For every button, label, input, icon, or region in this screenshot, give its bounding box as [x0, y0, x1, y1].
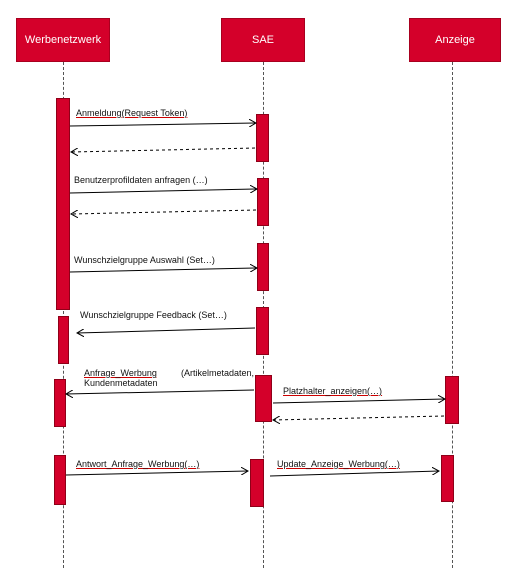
arrow-update-anzeige: [269, 471, 439, 477]
arrow-anfrage-werbung: [66, 389, 255, 394]
arrow-anmeldung: [69, 123, 256, 126]
activation-bar: [54, 379, 66, 427]
actor-anzeige[interactable]: Anzeige: [409, 18, 501, 62]
actor-label: Anzeige: [435, 34, 475, 46]
message-label: Benutzerprofildaten anfragen (…): [74, 175, 208, 185]
message-text: Platzhalter_anzeigen(…): [283, 386, 383, 396]
message-text: Antwort_Anfrage_Werbung(…): [76, 459, 200, 469]
actor-werbenetzwerk[interactable]: Werbenetzwerk: [16, 18, 110, 62]
message-text: Update_Anzeige_Werbung(…): [277, 459, 400, 469]
actor-label: SAE: [251, 34, 274, 46]
message-label: Platzhalter_anzeigen(…): [283, 386, 382, 396]
actor-sae[interactable]: SAE: [221, 18, 305, 62]
message-text: Wunschzielgruppe Feedback (Set…): [80, 310, 227, 320]
activation-bar: [441, 455, 454, 502]
actor-label: Werbenetzwerk: [24, 34, 102, 46]
activation-bar: [54, 455, 66, 505]
activation-bar: [255, 375, 272, 422]
message-label: Update_Anzeige_Werbung(…): [277, 459, 400, 469]
message-text: Anfrage_Werbung: [84, 368, 157, 378]
message-label: (Artikelmetadaten,: [181, 368, 254, 378]
message-label: Anmeldung(Request Token): [76, 108, 187, 118]
activation-bar: [250, 459, 264, 507]
message-label: Wunschzielgruppe Auswahl (Set…): [74, 255, 215, 265]
arrow-platzhalter: [272, 399, 445, 404]
message-label: Anfrage_Werbung: [84, 368, 157, 378]
arrow-zielgruppe-feedback: [77, 327, 256, 333]
arrow-return: [71, 209, 257, 214]
lifeline-werbenetzwerk: [63, 62, 64, 568]
activation-bar: [257, 178, 269, 226]
message-label: Wunschzielgruppe Feedback (Set…): [80, 310, 227, 320]
message-label: Kundenmetadaten: [84, 378, 158, 388]
activation-bar: [56, 98, 70, 310]
arrow-profildaten: [69, 189, 257, 194]
arrow-antwort: [65, 471, 248, 476]
lifeline-anzeige: [452, 62, 453, 568]
message-text: Anmeldung(Request Token): [76, 108, 188, 118]
activation-bar: [58, 316, 69, 364]
message-label: Antwort_Anfrage_Werbung(…): [76, 459, 199, 469]
activation-bar: [256, 114, 269, 162]
message-text: (Artikelmetadaten,: [181, 368, 255, 378]
activation-bar: [256, 307, 269, 355]
message-text: Benutzerprofildaten anfragen (…): [74, 175, 208, 185]
message-text: Wunschzielgruppe Auswahl (Set…): [74, 255, 215, 265]
arrow-return: [273, 415, 445, 420]
arrow-zielgruppe-auswahl: [69, 268, 257, 273]
message-text: Kundenmetadaten: [84, 378, 158, 388]
arrow-return: [71, 147, 256, 152]
